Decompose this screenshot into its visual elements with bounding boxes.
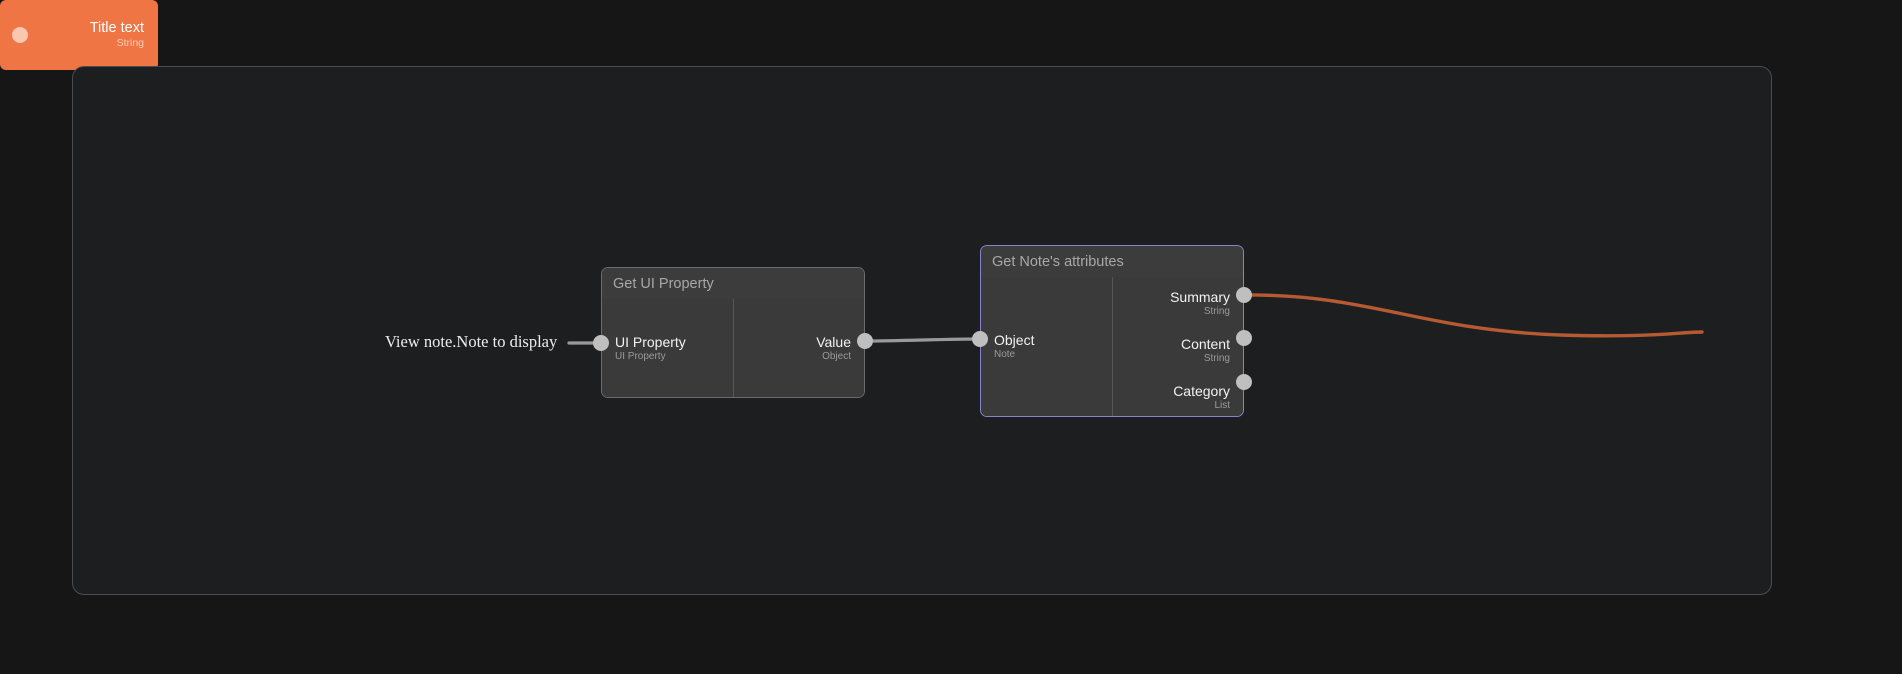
port-dot-value-output[interactable] (857, 333, 873, 349)
port-dot-title-text-input[interactable] (12, 27, 28, 43)
port-row-value[interactable]: Value Object (803, 334, 864, 363)
node-surface: Get UI Property UI Property UI Property … (601, 267, 865, 398)
port-row-object[interactable]: Object Note (981, 332, 1047, 361)
port-row-summary[interactable]: Summary String (1157, 289, 1243, 318)
node-body: UI Property UI Property Value Object (602, 299, 864, 397)
title-text-type: String (116, 37, 144, 49)
port-row-ui-property[interactable]: UI Property UI Property (602, 334, 699, 363)
port-type-ui-property: UI Property (615, 350, 666, 362)
node-surface: Get Note's attributes Object Note Summar… (980, 245, 1244, 417)
column-divider (732, 299, 734, 397)
node-get-ui-property[interactable]: Get UI Property UI Property UI Property … (593, 267, 873, 398)
title-text-name: Title text (89, 20, 144, 36)
port-dot-summary-output[interactable] (1236, 287, 1252, 303)
group-container[interactable] (72, 66, 1772, 595)
port-dot-ui-property-input[interactable] (593, 335, 609, 351)
node-title-get-ui-property: Get UI Property (602, 268, 864, 299)
input-ports-column: UI Property UI Property (602, 299, 733, 397)
title-text-labels: Title text String (90, 20, 144, 50)
port-dot-content-output[interactable] (1236, 330, 1252, 346)
port-type-value: Object (822, 350, 851, 362)
port-label-content: Content (1180, 336, 1230, 352)
port-label-ui-property: UI Property (615, 333, 686, 350)
port-label-object: Object (994, 332, 1035, 348)
node-title-get-note-attributes: Get Note's attributes (981, 246, 1243, 277)
input-ports-column: Object Note (981, 277, 1112, 416)
port-type-category: List (1214, 400, 1230, 411)
output-ports-column: Value Object (734, 299, 865, 397)
port-dot-category-output[interactable] (1236, 374, 1252, 390)
port-label-category: Category (1173, 383, 1230, 399)
port-type-content: String (1203, 353, 1230, 364)
node-get-note-attributes[interactable]: Get Note's attributes Object Note Summar… (972, 245, 1252, 417)
external-source-label: View note.Note to display (385, 332, 558, 351)
column-divider (1111, 277, 1113, 416)
port-dot-object-input[interactable] (972, 331, 988, 347)
node-body: Object Note Summary String Content Strin… (981, 277, 1243, 416)
port-type-object: Note (994, 349, 1016, 360)
node-title-text[interactable]: Title text String (0, 0, 158, 70)
port-label-value: Value (816, 333, 851, 350)
port-row-category[interactable]: Category List (1160, 383, 1243, 412)
port-label-summary: Summary (1170, 289, 1230, 305)
port-type-summary: String (1203, 306, 1230, 317)
port-row-content[interactable]: Content String (1168, 336, 1243, 365)
output-ports-column: Summary String Content String Category L… (1113, 277, 1244, 416)
